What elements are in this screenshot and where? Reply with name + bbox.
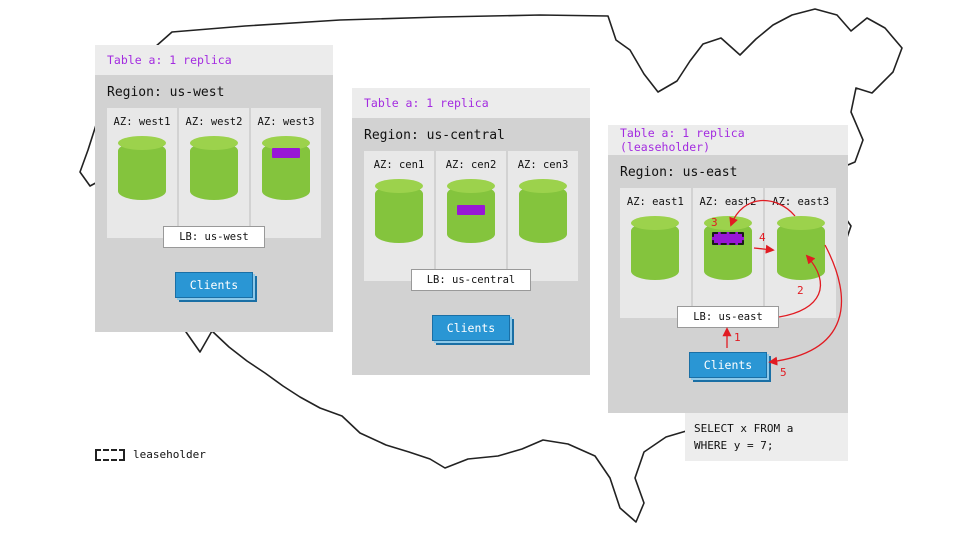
region-panel-us-east: Table a: 1 replica (leaseholder) Region:… bbox=[608, 125, 848, 413]
az-column-cen3: AZ: cen3 bbox=[508, 151, 578, 281]
cylinder-top-icon bbox=[190, 136, 238, 150]
cylinder-body-icon bbox=[704, 222, 752, 280]
az-column-east2: AZ: east2 bbox=[693, 188, 766, 318]
cylinder-body-icon bbox=[190, 142, 238, 200]
az-label: AZ: cen1 bbox=[373, 159, 425, 171]
table-replica-label: Table a: 1 replica bbox=[364, 96, 489, 110]
region-title-us-east: Region: us-east bbox=[620, 165, 738, 180]
table-replica-header-us-west: Table a: 1 replica bbox=[95, 45, 333, 75]
cylinder-top-icon bbox=[776, 216, 825, 230]
az-label: AZ: east1 bbox=[626, 196, 684, 208]
az-label: AZ: east3 bbox=[772, 196, 830, 208]
region-title-us-central: Region: us-central bbox=[364, 128, 505, 143]
cylinder-top-icon bbox=[375, 179, 423, 193]
cylinder-body-icon bbox=[519, 185, 567, 243]
clients-button-us-east: Clients bbox=[688, 352, 768, 378]
table-replica-label: Table a: 1 replica (leaseholder) bbox=[620, 126, 745, 154]
az-column-west2: AZ: west2 bbox=[179, 108, 251, 238]
table-replica-header-us-east: Table a: 1 replica (leaseholder) bbox=[608, 125, 848, 155]
az-label: AZ: cen3 bbox=[517, 159, 569, 171]
leaseholder-swatch-icon bbox=[95, 448, 125, 461]
load-balancer-us-east: LB: us-east bbox=[677, 306, 779, 328]
table-replica-header-us-central: Table a: 1 replica bbox=[352, 88, 590, 118]
az-column-cen2: AZ: cen2 bbox=[436, 151, 508, 281]
region-panel-us-west: Table a: 1 replica Region: us-west AZ: w… bbox=[95, 45, 333, 332]
region-body-us-east: Region: us-east AZ: east1 AZ: east2 bbox=[608, 155, 848, 413]
cylinder-body-icon bbox=[375, 185, 423, 243]
replica-cylinder-cen2 bbox=[447, 179, 495, 243]
cylinder-top-icon bbox=[519, 179, 567, 193]
az-label: AZ: west3 bbox=[257, 116, 315, 128]
sql-query-note: SELECT x FROM a WHERE y = 7; bbox=[685, 413, 848, 462]
az-box-us-west: AZ: west1 AZ: west2 AZ: west3 bbox=[107, 108, 321, 238]
cylinder-body-icon bbox=[776, 222, 825, 280]
replica-cylinder-east1 bbox=[631, 216, 680, 280]
clients-button-us-west: Clients bbox=[174, 272, 254, 298]
az-column-west3: AZ: west3 bbox=[251, 108, 321, 238]
az-label: AZ: west1 bbox=[113, 116, 171, 128]
az-box-us-central: AZ: cen1 AZ: cen2 AZ: cen3 bbox=[364, 151, 578, 281]
replica-cylinder-west3 bbox=[262, 136, 310, 200]
table-replica-marker bbox=[457, 205, 485, 215]
region-body-us-west: Region: us-west AZ: west1 AZ: west2 bbox=[95, 75, 333, 332]
region-panel-us-central: Table a: 1 replica Region: us-central AZ… bbox=[352, 88, 590, 375]
cylinder-top-icon bbox=[262, 136, 310, 150]
region-body-us-central: Region: us-central AZ: cen1 AZ: cen2 bbox=[352, 118, 590, 375]
cylinder-body-icon bbox=[631, 222, 680, 280]
replica-cylinder-west1 bbox=[118, 136, 166, 200]
sql-line-1: SELECT x FROM a bbox=[694, 422, 794, 435]
replica-cylinder-east3 bbox=[776, 216, 825, 280]
cylinder-body-icon bbox=[118, 142, 166, 200]
table-replica-label: Table a: 1 replica bbox=[107, 53, 232, 67]
az-column-west1: AZ: west1 bbox=[107, 108, 179, 238]
az-label: AZ: west2 bbox=[185, 116, 243, 128]
replica-cylinder-west2 bbox=[190, 136, 238, 200]
cylinder-top-icon bbox=[631, 216, 680, 230]
az-box-us-east: AZ: east1 AZ: east2 AZ: east3 bbox=[620, 188, 836, 318]
cylinder-top-icon bbox=[704, 216, 752, 230]
az-column-east3: AZ: east3 bbox=[765, 188, 836, 318]
sql-line-2: WHERE y = 7; bbox=[694, 439, 774, 453]
region-title-us-west: Region: us-west bbox=[107, 85, 225, 100]
replica-cylinder-cen1 bbox=[375, 179, 423, 243]
replica-cylinder-east2 bbox=[704, 216, 752, 280]
leaseholder-replica-marker bbox=[712, 232, 744, 245]
cylinder-top-icon bbox=[118, 136, 166, 150]
load-balancer-us-west: LB: us-west bbox=[163, 226, 265, 248]
az-label: AZ: cen2 bbox=[445, 159, 497, 171]
clients-button-us-central: Clients bbox=[431, 315, 511, 341]
az-column-cen1: AZ: cen1 bbox=[364, 151, 436, 281]
load-balancer-us-central: LB: us-central bbox=[410, 269, 532, 291]
leaseholder-legend-label: leaseholder bbox=[133, 448, 206, 461]
az-label: AZ: east2 bbox=[699, 196, 757, 208]
cylinder-top-icon bbox=[447, 179, 495, 193]
az-column-east1: AZ: east1 bbox=[620, 188, 693, 318]
leaseholder-legend: leaseholder bbox=[95, 448, 206, 461]
replica-cylinder-cen3 bbox=[519, 179, 567, 243]
table-replica-marker bbox=[272, 148, 300, 158]
